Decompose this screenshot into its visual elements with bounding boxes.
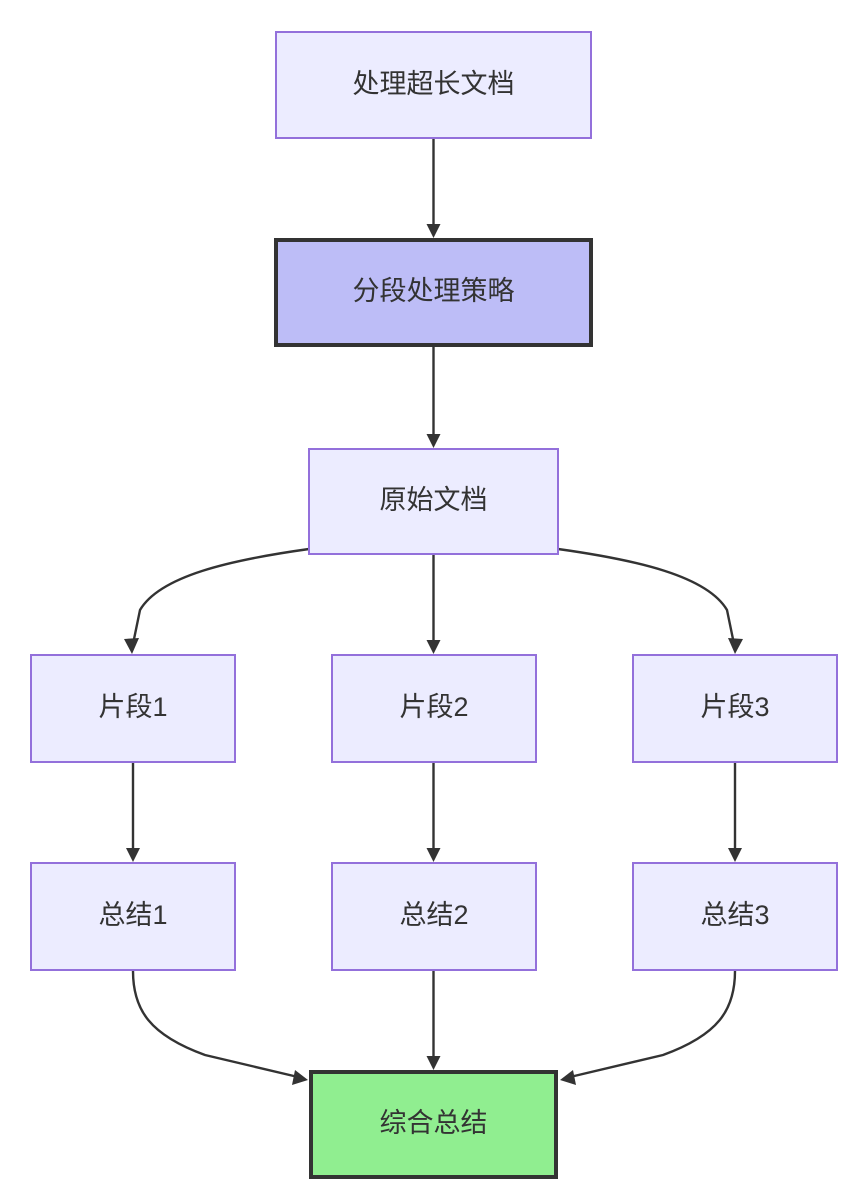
node-strategy-shape[interactable] — [274, 238, 593, 347]
edge-source-to-frag2 — [426, 555, 441, 654]
edge-frag3-to-sum3 — [728, 763, 742, 862]
node-source[interactable]: 原始文档 — [308, 448, 559, 555]
edge-sum1-to-final — [131, 970, 308, 1085]
arrow-head-icon — [426, 1056, 441, 1070]
edge-source-to-frag1 — [124, 547, 310, 654]
edge-strategy-to-source — [426, 347, 441, 448]
arrow-head-icon — [292, 1070, 308, 1085]
arrow-head-icon — [728, 848, 742, 862]
node-strategy[interactable]: 分段处理策略 — [274, 238, 593, 347]
arrow-head-icon — [560, 1070, 576, 1085]
node-frag1-shape[interactable] — [30, 654, 236, 763]
node-frag3-shape[interactable] — [632, 654, 838, 763]
node-frag3-label: 片段3 — [700, 692, 769, 722]
node-sum2[interactable]: 总结2 — [331, 862, 537, 971]
node-frag2[interactable]: 片段2 — [331, 654, 537, 763]
edge-line — [131, 547, 310, 645]
edge-doc-to-strategy — [426, 138, 441, 238]
node-sum2-label: 总结2 — [399, 900, 468, 930]
node-final-label: 综合总结 — [380, 1108, 488, 1138]
node-strategy-label: 分段处理策略 — [353, 276, 515, 306]
arrow-head-icon — [426, 640, 441, 654]
node-frag2-label: 片段2 — [399, 692, 468, 722]
edge-source-to-frag3 — [557, 547, 743, 654]
node-sum3[interactable]: 总结3 — [632, 862, 838, 971]
edge-sum3-to-final — [560, 970, 737, 1085]
node-sum2-shape[interactable] — [331, 862, 537, 971]
edge-frag2-to-sum2 — [426, 763, 441, 862]
node-frag1[interactable]: 片段1 — [30, 654, 236, 763]
arrow-head-icon — [126, 848, 140, 862]
arrow-head-icon — [426, 848, 441, 862]
node-doc-shape[interactable] — [275, 31, 592, 139]
edge-frag1-to-sum1 — [126, 763, 140, 862]
edge-line — [569, 970, 737, 1079]
node-doc[interactable]: 处理超长文档 — [275, 31, 592, 139]
node-sum3-label: 总结3 — [700, 900, 769, 930]
edge-sum2-to-final — [426, 971, 441, 1070]
arrow-head-icon — [728, 638, 743, 654]
node-source-shape[interactable] — [308, 448, 559, 555]
node-sum1-shape[interactable] — [30, 862, 236, 971]
node-final-shape[interactable] — [309, 1070, 558, 1179]
node-frag1-label: 片段1 — [98, 692, 167, 722]
arrow-head-icon — [124, 638, 139, 654]
node-final[interactable]: 综合总结 — [309, 1070, 558, 1179]
node-doc-label: 处理超长文档 — [353, 69, 515, 99]
edge-layer — [124, 138, 743, 1085]
node-layer: 处理超长文档 分段处理策略 原始文档 片段1 片段2 — [30, 31, 838, 1179]
node-sum3-shape[interactable] — [632, 862, 838, 971]
node-sum1-label: 总结1 — [98, 900, 167, 930]
node-frag2-shape[interactable] — [331, 654, 537, 763]
node-source-label: 原始文档 — [380, 485, 488, 515]
arrow-head-icon — [426, 224, 441, 238]
node-frag3[interactable]: 片段3 — [632, 654, 838, 763]
node-sum1[interactable]: 总结1 — [30, 862, 236, 971]
arrow-head-icon — [426, 434, 441, 448]
edge-line — [557, 547, 736, 645]
edge-line — [131, 970, 299, 1079]
